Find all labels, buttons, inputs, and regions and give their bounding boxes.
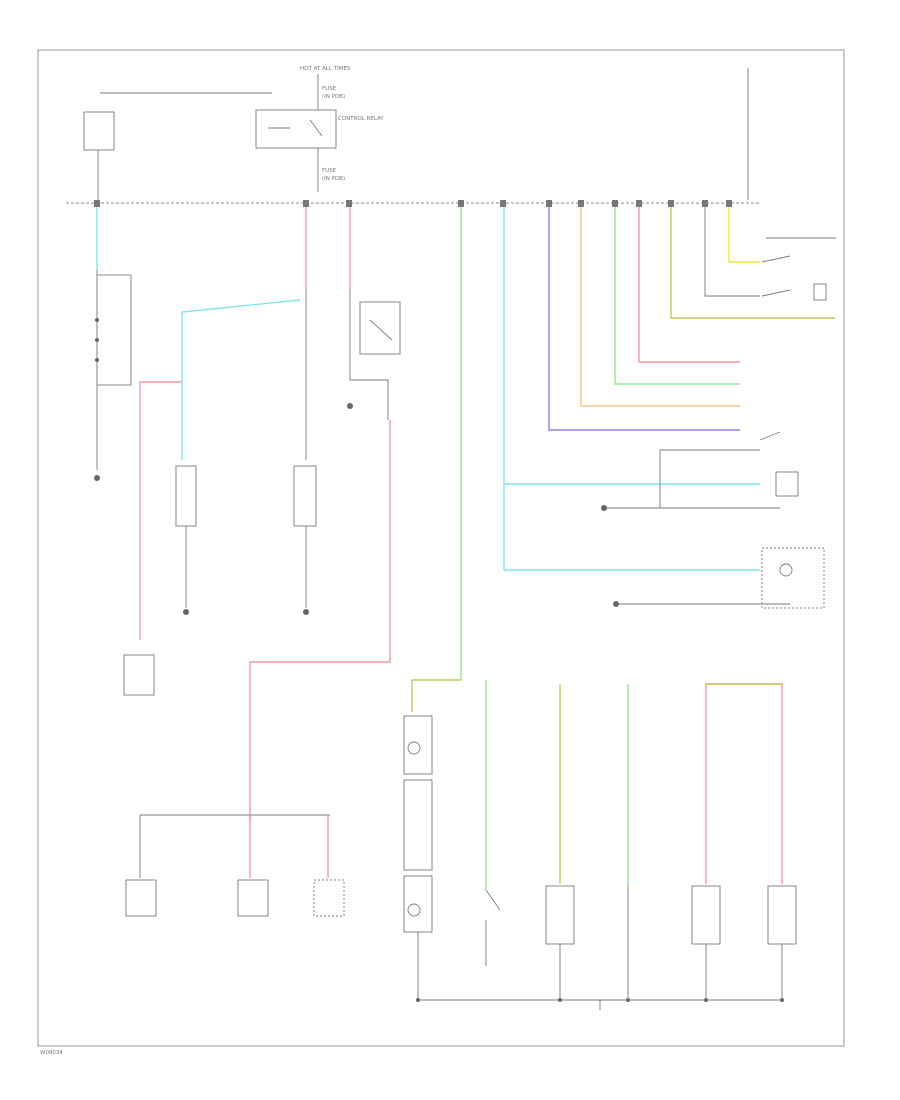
connector-pins [94, 200, 732, 207]
control-relay-label: CONTROL RELAY [338, 116, 384, 122]
headlamp-switch [775, 471, 799, 497]
central-module-bottom-lamp [407, 903, 421, 917]
wire-olive-top [411, 679, 461, 712]
headlamp-contact [759, 431, 781, 441]
wire-olive-switch [670, 207, 835, 319]
fuse-top-label: FUSE [322, 86, 337, 92]
headlamp-loop [659, 449, 760, 508]
wire-green-switch [614, 207, 740, 385]
wire-pink-switch [638, 207, 740, 363]
fuse-mid-sub: (IN PDB) [322, 176, 345, 182]
wire-yellow-switch [728, 207, 760, 263]
clock-box [761, 547, 825, 609]
top-feed-label: HOT AT ALL TIMES [300, 66, 351, 72]
middle-switch-ground [303, 609, 309, 615]
cyan-switch-ground [183, 609, 189, 615]
central-module-mid [403, 779, 433, 871]
wire-cyan-switch [181, 299, 301, 460]
relay-contact-wire [349, 290, 389, 420]
relay-switch [309, 119, 323, 137]
left-lower-module-box [123, 654, 155, 696]
headlamp-ground [601, 505, 607, 511]
left-ground-node [94, 475, 100, 481]
lower-module-3 [691, 885, 721, 945]
footer-code: W08034 [40, 1050, 63, 1056]
clock-dial [779, 563, 793, 577]
left-module-box [96, 274, 132, 386]
lower-module-1 [545, 885, 575, 945]
middle-switch-box [293, 465, 317, 527]
cyan-switch-box [175, 465, 197, 527]
switch-contact-1 [761, 255, 791, 263]
left-control-box [83, 111, 115, 151]
central-module-top [403, 715, 433, 775]
wire-pink-yellow-loop [705, 683, 783, 884]
control-relay-box [255, 109, 337, 149]
left-node-1 [95, 318, 99, 322]
relay-ground [347, 403, 353, 409]
relay-contact-box [359, 301, 401, 355]
left-node-3 [95, 358, 99, 362]
switch-connector [813, 283, 827, 301]
wire-pink-long [249, 420, 391, 820]
bottom-center-module [237, 879, 269, 917]
clock-ground [613, 601, 619, 607]
bottom-left-module [125, 879, 157, 917]
relay-contact-arm [369, 319, 393, 341]
wire-orange [580, 207, 740, 407]
small-switch-arm [485, 889, 501, 911]
lower-module-4 [767, 885, 797, 945]
diagram-frame [37, 49, 845, 1047]
wire-purple [548, 207, 740, 431]
fuse-mid-label: FUSE [322, 168, 337, 174]
wire-pink-left-module [139, 381, 182, 640]
central-module-bottom [403, 875, 433, 933]
fuse-top-sub: (IN PDB) [322, 94, 345, 100]
left-node-2 [95, 338, 99, 342]
switch-contact-2 [761, 289, 791, 297]
bottom-right-module [313, 879, 345, 917]
central-module-top-lamp [407, 741, 421, 755]
wire-black-switch [704, 207, 760, 297]
ground-node-1 [416, 998, 420, 1002]
